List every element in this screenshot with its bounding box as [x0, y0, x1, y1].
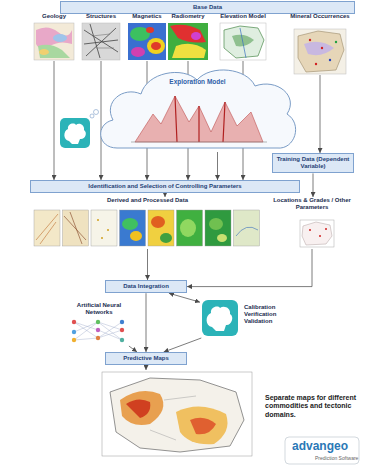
node-text: Geology: [32, 13, 76, 20]
process-box: Training Data (Dependent Variable): [272, 153, 354, 173]
data-layer: Mineral Occurrences: [290, 13, 350, 75]
cloud-outline: [95, 62, 300, 152]
process-bar: Identification and Selection of Controll…: [30, 180, 300, 193]
node-text: Predictive Maps: [109, 355, 183, 362]
network-figure: Artificial Neural Networks: [68, 302, 130, 346]
elevation-thumbnail: [220, 23, 266, 60]
data-band: Locations & Grades / Other Parameters: [272, 197, 352, 249]
flow-arrow: [169, 293, 200, 302]
node-text: Magnetics: [126, 13, 168, 20]
brain-icon: [60, 110, 99, 149]
predictive-map-figure: [102, 372, 252, 456]
data-layer: Structures: [80, 13, 122, 61]
flow-arrow: [164, 338, 202, 352]
derived-maps: [34, 210, 260, 246]
geology-thumbnail: [34, 23, 74, 60]
flow-arrow: [187, 249, 312, 287]
data-layer: Magnetics: [126, 13, 168, 61]
node-text: Data Integration: [109, 283, 183, 290]
calibration-node: Calibration Verification Validation: [200, 298, 310, 338]
data-layer: Radiometry: [166, 13, 210, 61]
node-text: Radiometry: [166, 13, 210, 20]
node-text: Calibration Verification Validation: [244, 304, 296, 326]
structures-thumbnail: [82, 23, 120, 60]
data-layer: Geology: [32, 13, 76, 61]
node-text: Elevation Model: [218, 13, 268, 20]
flow-arrow: [313, 173, 314, 197]
logo-frame: [285, 437, 359, 464]
process-box: Predictive Maps: [105, 352, 187, 365]
model-cloud: Exploration Model: [95, 62, 300, 152]
magnetics-thumbnail: [128, 23, 166, 60]
flow-arrow: [147, 249, 148, 280]
node-text: Identification and Selection of Controll…: [34, 183, 296, 190]
node-text: Mineral Occurrences: [290, 13, 350, 20]
mineral-thumbnail: [294, 29, 346, 74]
base-data-bar: Base Data: [60, 1, 355, 14]
node-text: Separate maps for different commodities …: [265, 394, 360, 419]
flow-arrow: [165, 193, 166, 197]
flow-arrow: [146, 293, 147, 352]
process-box: Data Integration: [105, 280, 187, 293]
node-text: Training Data (Dependent Variable): [276, 156, 350, 170]
node-text: Structures: [80, 13, 122, 20]
flow-arrow: [54, 61, 55, 180]
radiometry-thumbnail: [168, 23, 208, 60]
flow-arrow: [101, 61, 102, 180]
flow-arrow: [320, 75, 321, 153]
node-text: Artificial Neural Networks: [68, 302, 130, 316]
logo-subtitle: Prediction Software: [315, 455, 358, 461]
data-layer: Elevation Model: [218, 13, 268, 61]
flow-arrow: [146, 365, 147, 370]
node-text: Locations & Grades / Other Parameters: [272, 197, 352, 211]
node-text: Exploration Model: [95, 78, 300, 86]
node-text: Base Data: [64, 4, 351, 11]
calibration-brain-icon: [202, 300, 238, 336]
locations-map: [300, 220, 334, 247]
neural-network-figure: [72, 320, 124, 342]
flow-arrow: [217, 152, 218, 180]
data-band: Derived and Processed Data: [30, 197, 265, 249]
node-text: Derived and Processed Data: [30, 197, 265, 204]
logo-text: advangeo: [292, 439, 348, 453]
